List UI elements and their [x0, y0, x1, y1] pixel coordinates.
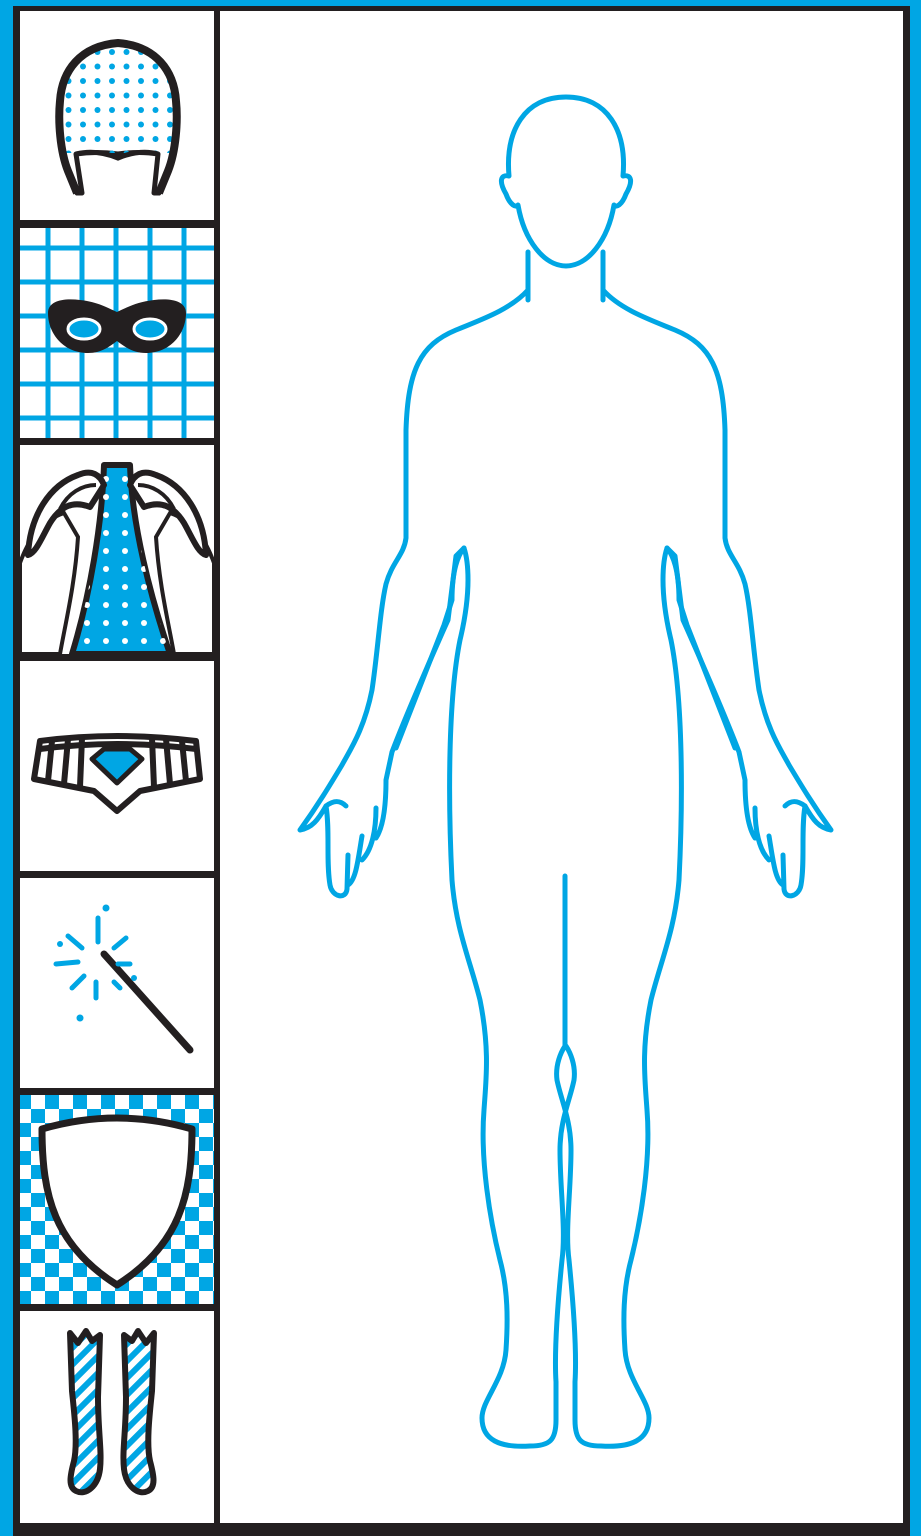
helmet-icon — [20, 11, 214, 220]
cape-icon — [20, 445, 214, 654]
costume-sidebar — [20, 11, 214, 1523]
character-stage[interactable] — [220, 11, 903, 1523]
sidebar-item-boots[interactable] — [20, 1311, 214, 1523]
belt-icon — [20, 661, 214, 871]
sidebar-item-shield[interactable] — [20, 1095, 214, 1304]
mask-icon — [20, 228, 214, 438]
sidebar-item-cape[interactable] — [20, 445, 214, 654]
sidebar-item-helmet[interactable] — [20, 11, 214, 220]
boots-icon — [20, 1311, 214, 1523]
sidebar-item-belt[interactable] — [20, 661, 214, 871]
shield-icon — [20, 1095, 214, 1304]
sidebar-item-mask[interactable] — [20, 228, 214, 438]
sidebar-item-wand[interactable] — [20, 878, 214, 1088]
body-outline — [220, 11, 903, 1523]
magic-wand-icon — [20, 878, 214, 1088]
